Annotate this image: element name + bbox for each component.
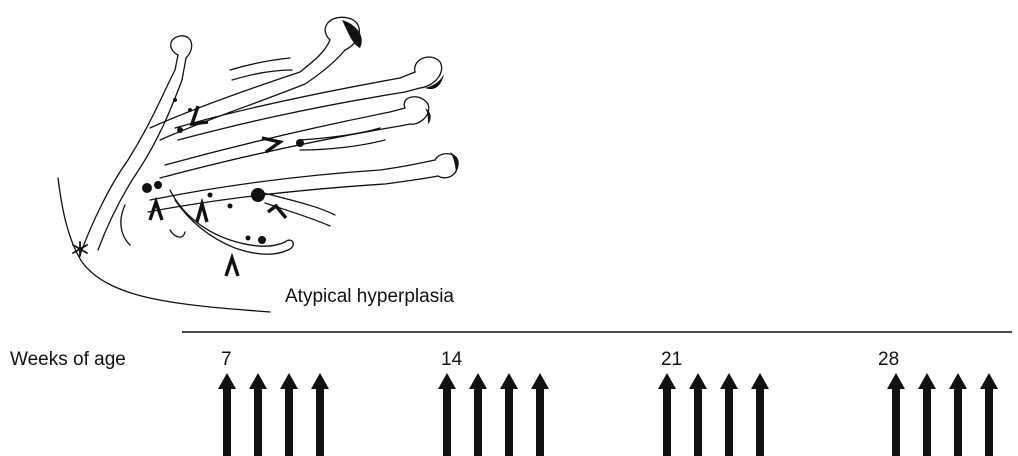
up-arrow-icon [720,373,738,456]
week-tick-label: 21 [661,350,682,369]
up-arrow-icon [751,373,769,456]
up-arrow-icon [469,373,487,456]
up-arrow-icon [689,373,707,456]
up-arrow-icon [531,373,549,456]
up-arrow-icon [500,373,518,456]
up-arrow-icon [949,373,967,456]
timeline-axis-label: Weeks of age [10,350,126,369]
up-arrow-icon [918,373,936,456]
week-tick-label: 14 [441,350,462,369]
week-tick-label: 28 [878,350,899,369]
up-arrow-icon [658,373,676,456]
up-arrow-icon [980,373,998,456]
up-arrow-icon [280,373,298,456]
diagram-caption: Atypical hyperplasia [285,287,454,306]
up-arrow-icon [218,373,236,456]
up-arrow-icon [438,373,456,456]
up-arrow-icon [311,373,329,456]
up-arrow-icon [887,373,905,456]
ductal-tree [58,17,458,312]
week-tick-label: 7 [221,350,232,369]
treatment-arrows [218,373,998,456]
up-arrow-icon [249,373,267,456]
